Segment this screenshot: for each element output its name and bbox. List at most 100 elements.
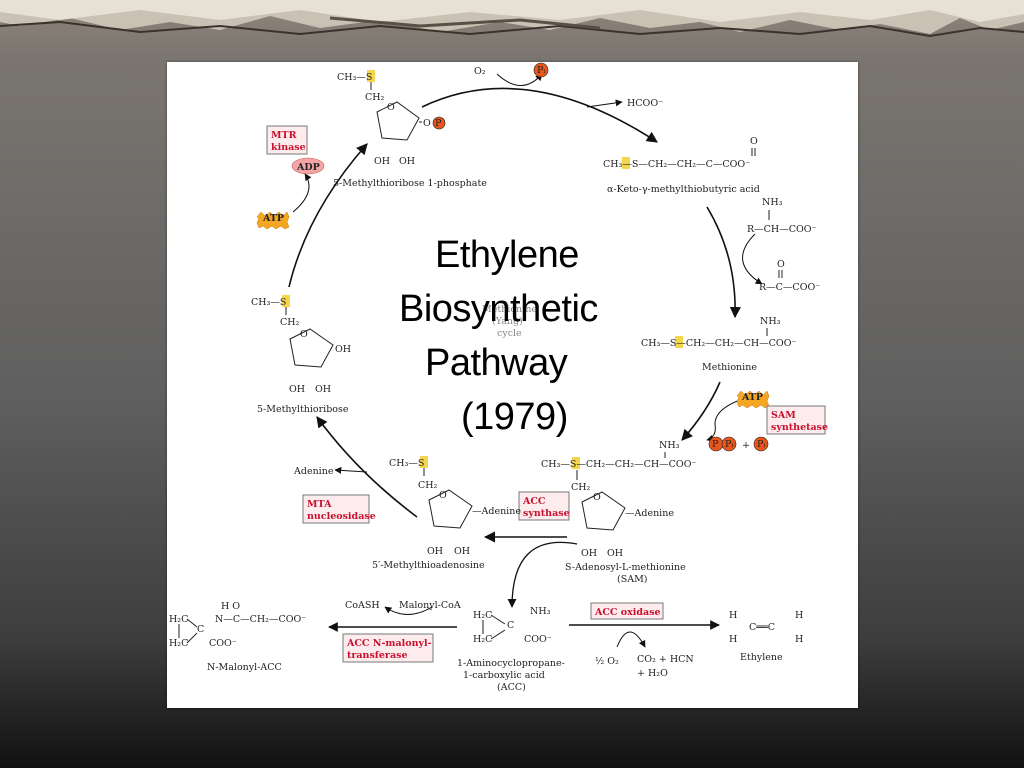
- arrow-transamination: [742, 233, 763, 285]
- svg-text:OH: OH: [335, 344, 351, 355]
- enzyme-sam-synthetase: SAM synthetase: [766, 405, 828, 435]
- svg-text:(SAM): (SAM): [617, 574, 648, 585]
- svg-text:H₂C: H₂C: [473, 610, 492, 621]
- svg-text:ATP: ATP: [262, 213, 284, 224]
- o2-label: O₂: [474, 66, 486, 77]
- svg-text:OH: OH: [315, 384, 331, 395]
- adp-badge: ADP: [291, 157, 325, 175]
- svg-text:MTA: MTA: [307, 499, 332, 510]
- compound-mta: CH₃—S CH₂ O —Adenine OH OH 5′-Methylthio…: [372, 456, 521, 571]
- svg-text:Pᵢ: Pᵢ: [537, 65, 545, 76]
- title-line-3: Pathway: [425, 342, 568, 384]
- svg-text:H: H: [729, 634, 737, 645]
- svg-text:1-carboxylic acid: 1-carboxylic acid: [463, 670, 545, 681]
- svg-text:—Adenine: —Adenine: [625, 508, 674, 519]
- enzyme-mtr-kinase: MTR kinase: [266, 125, 308, 155]
- arrow-met-to-sam: [681, 381, 721, 441]
- svg-text:OH: OH: [374, 156, 390, 167]
- svg-text:CH₃—S: CH₃—S: [337, 72, 372, 83]
- enzyme-acc-synthase: ACC synthase: [518, 491, 570, 521]
- svg-text:ATP: ATP: [741, 392, 763, 403]
- svg-text:Pᵢ: Pᵢ: [725, 439, 733, 450]
- svg-text:ACC: ACC: [522, 496, 546, 507]
- compound-mtr1p: CH₃—S CH₂ O O P OH OH 5-Methylthioribose…: [333, 70, 487, 189]
- svg-text:—Adenine: —Adenine: [472, 506, 521, 517]
- center-cycle-label: Methionine (Yang) cycle: [482, 304, 537, 339]
- svg-text:ACC N-malonyl-: ACC N-malonyl-: [346, 638, 432, 649]
- svg-text:Methionine: Methionine: [482, 304, 537, 315]
- svg-text:P: P: [712, 439, 719, 450]
- svg-text:synthetase: synthetase: [771, 422, 828, 433]
- svg-text:COO⁻: COO⁻: [524, 634, 552, 645]
- svg-text:+: +: [742, 440, 750, 451]
- svg-text:S-Adenosyl-L-methionine: S-Adenosyl-L-methionine: [565, 562, 686, 573]
- svg-text:synthase: synthase: [523, 508, 570, 519]
- svg-text:(Yang): (Yang): [492, 316, 523, 327]
- compound-mtr: CH₃—S CH₂ O OH OH OH 5-Methylthioribose: [251, 295, 351, 415]
- coash-label: CoASH: [345, 600, 380, 611]
- svg-text:OH: OH: [399, 156, 415, 167]
- svg-text:C══C: C══C: [749, 622, 775, 633]
- svg-text:NH₃: NH₃: [530, 606, 551, 617]
- svg-text:O: O: [750, 136, 758, 147]
- svg-text:α-Keto-γ-methylthiobutyric aci: α-Keto-γ-methylthiobutyric acid: [607, 184, 760, 195]
- svg-text:CH₃—S: CH₃—S: [389, 458, 424, 469]
- arrow-mtr1p-to-keto: [421, 87, 658, 143]
- atp-badge-sam: ATP: [736, 390, 770, 409]
- svg-text:H: H: [729, 610, 737, 621]
- svg-text:SAM: SAM: [771, 410, 796, 421]
- malonyl-coa-label: Malonyl-CoA: [399, 600, 461, 611]
- svg-text:NH₃: NH₃: [760, 316, 781, 327]
- svg-text:Pᵢ: Pᵢ: [757, 439, 765, 450]
- compound-acc: NH₃ H₂C C H₂C COO⁻ 1-Aminocyclopropane- …: [457, 606, 565, 693]
- svg-text:NH₃: NH₃: [659, 440, 680, 451]
- svg-text:COO⁻: COO⁻: [209, 638, 237, 649]
- svg-text:OH: OH: [454, 546, 470, 557]
- svg-text:5-Methylthioribose: 5-Methylthioribose: [257, 404, 349, 415]
- svg-text:O: O: [423, 118, 431, 129]
- svg-text:CH₃—S—CH₂—CH₂—CH—COO⁻: CH₃—S—CH₂—CH₂—CH—COO⁻: [641, 338, 797, 349]
- svg-text:transferase: transferase: [347, 650, 408, 661]
- enzyme-mta-nucleosidase: MTA nucleosidase: [302, 494, 376, 524]
- title-line-1: Ethylene: [435, 234, 579, 276]
- svg-text:H: H: [795, 610, 803, 621]
- svg-text:cycle: cycle: [497, 328, 522, 339]
- svg-text:nucleosidase: nucleosidase: [307, 511, 376, 522]
- half-o2-label: ½ O₂: [595, 656, 619, 667]
- svg-text:CH₂: CH₂: [365, 92, 385, 103]
- svg-text:H: H: [795, 634, 803, 645]
- hcooh-label: HCOO⁻: [627, 98, 663, 109]
- atp-badge-kinase: ATP: [256, 211, 290, 230]
- arrow-mta-to-mtr: [316, 416, 418, 518]
- svg-text:MTR: MTR: [271, 130, 297, 141]
- svg-text:H₂C: H₂C: [473, 634, 492, 645]
- svg-text:Ethylene: Ethylene: [740, 652, 783, 663]
- svg-text:ACC oxidase: ACC oxidase: [594, 607, 661, 618]
- svg-text:ADP: ADP: [296, 162, 320, 173]
- svg-text:O: O: [300, 329, 308, 340]
- arrow-adenine-out: [334, 466, 368, 474]
- enzyme-acc-oxidase: ACC oxidase: [590, 602, 664, 620]
- arrow-o2-loop: [496, 73, 543, 86]
- svg-text:CH₃—S: CH₃—S: [251, 297, 286, 308]
- svg-text:CH₃—S—CH₂—CH₂—CH—COO⁻: CH₃—S—CH₂—CH₂—CH—COO⁻: [541, 459, 697, 470]
- svg-text:C: C: [507, 620, 514, 631]
- compound-methionine: NH₃ CH₃—S—CH₂—CH₂—CH—COO⁻ Methionine: [641, 316, 797, 373]
- compound-malonyl-acc: H O H₂C C H₂C N—C—CH₂—COO⁻ COO⁻ N-Malony…: [169, 601, 306, 673]
- svg-text:H₂C: H₂C: [169, 614, 188, 625]
- title-line-4: (1979): [461, 396, 568, 438]
- adenine-product: Adenine: [293, 466, 334, 477]
- arrow-keto-to-met: [706, 206, 741, 319]
- co2-hcn-label: CO₂ + HCN: [637, 654, 694, 665]
- svg-text:Methionine: Methionine: [702, 362, 757, 373]
- svg-text:CH₃—S—CH₂—CH₂—C—COO⁻: CH₃—S—CH₂—CH₂—C—COO⁻: [603, 159, 750, 170]
- svg-text:NH₃: NH₃: [762, 197, 783, 208]
- svg-text:OH: OH: [581, 548, 597, 559]
- svg-text:1-Aminocyclopropane-: 1-Aminocyclopropane-: [457, 658, 565, 669]
- svg-text:CH₂: CH₂: [280, 317, 300, 328]
- arrow-mtr-to-mtr1p: [288, 143, 368, 288]
- svg-text:O: O: [439, 490, 447, 501]
- title-line-2: Biosynthetic: [399, 288, 598, 330]
- svg-text:P: P: [435, 118, 442, 129]
- svg-text:OH: OH: [427, 546, 443, 557]
